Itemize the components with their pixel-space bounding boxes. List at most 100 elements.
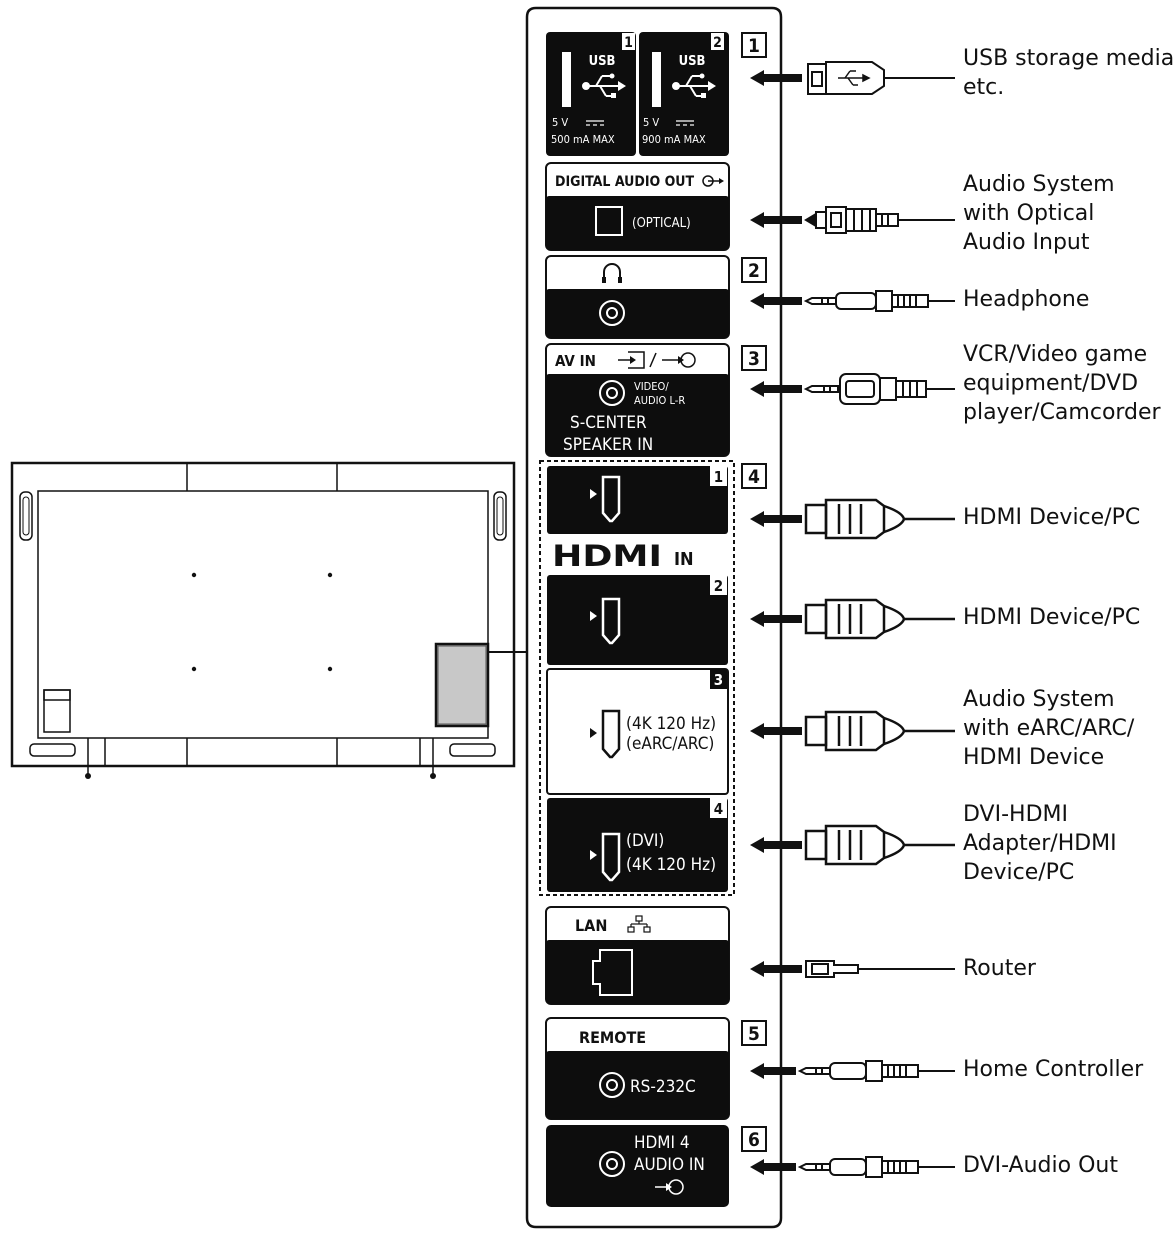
lan-plug-icon [805, 960, 955, 978]
device-label-line: Device/PC [963, 860, 1075, 885]
headphone-port[interactable] [545, 255, 730, 339]
digital-audio-out-port[interactable]: DIGITAL AUDIO OUT (OPTICAL) [545, 162, 730, 251]
hdmi-port-3-line1: (4K 120 Hz) [626, 714, 716, 734]
device-label-line: Audio System [963, 172, 1115, 197]
tv-mount-points [191, 572, 333, 672]
arrow-left-icon [750, 511, 802, 527]
hdmi4-audio-line1: HDMI 4 [634, 1133, 690, 1153]
arrow-left-icon [750, 1159, 796, 1175]
callout-box [741, 1126, 767, 1152]
remote-title: REMOTE [579, 1028, 646, 1047]
hdmi-port-3[interactable]: 3 (4K 120 Hz) (eARC/ARC) [546, 668, 729, 795]
arrows [750, 70, 802, 1175]
hdmi-plug-icon [804, 498, 955, 540]
device-label-line: equipment/DVD [963, 371, 1139, 396]
usb-port-number: 1 [624, 35, 633, 51]
device-label-line: with eARC/ARC/ [963, 716, 1135, 741]
arrow-left-icon [750, 837, 802, 853]
device-label-line: Audio System [963, 687, 1115, 712]
digital-audio-out-title: DIGITAL AUDIO OUT [555, 174, 695, 190]
callout-box [741, 345, 767, 371]
arrow-left-icon [750, 1063, 796, 1079]
hdmi-group-outline [539, 460, 735, 896]
device-label-line: with Optical [963, 201, 1095, 226]
optical-label: (OPTICAL) [632, 216, 691, 231]
arrow-left-icon [750, 212, 802, 228]
av-in-line1: S-CENTER [570, 413, 647, 433]
callout-number: 2 [748, 260, 760, 282]
hdmi-plug-icon [804, 710, 955, 752]
hdmi-in-logo: HDMI IN [552, 539, 694, 573]
device-label-dvi-hdmi: DVI-HDMI Adapter/HDMI Device/PC [963, 800, 1117, 887]
device-label-usb-storage: USB storage media etc. [963, 44, 1174, 102]
device-label-line: DVI-Audio Out [963, 1153, 1118, 1178]
remote-port[interactable]: REMOTE RS-232C [545, 1017, 730, 1120]
device-label-line: HDMI Device [963, 745, 1105, 770]
hdmi-port-icon [601, 597, 621, 645]
hdmi-port-icon [601, 475, 621, 523]
headphone-jack-icon [599, 300, 625, 326]
arrow-left-icon [750, 611, 802, 627]
device-label-line: HDMI Device/PC [963, 505, 1141, 530]
usb-port-2[interactable]: 2 USB 5 V 900 mA MAX [639, 32, 729, 156]
hdmi-port-4[interactable]: 4 (DVI) (4K 120 Hz) [547, 798, 728, 892]
hdmi-plug-icon [804, 598, 955, 640]
hdmi-logo: HDMI [552, 539, 662, 573]
usb-voltage: 5 V [552, 116, 568, 129]
usb-current: 500 mA MAX [551, 133, 615, 146]
hdmi-port-number: 4 [714, 800, 723, 818]
hdmi-port-icon [601, 709, 621, 759]
rj45-port-icon [592, 949, 633, 996]
usb-voltage: 5 V [643, 116, 659, 129]
input-icon [618, 351, 696, 369]
tv-rear-view [10, 461, 516, 779]
hdmi4-audio-in-port[interactable]: HDMI 4 AUDIO IN [546, 1125, 729, 1207]
callout-box [741, 1020, 767, 1046]
arrow-left-icon [750, 293, 802, 309]
device-label-line: player/Camcorder [963, 400, 1161, 425]
device-label-line: etc. [963, 75, 1005, 100]
device-label-home-controller: Home Controller [963, 1055, 1143, 1084]
av-in-port[interactable]: AV IN VIDEO/ AUDIO L-R S-CENTER SPEAKER … [545, 343, 730, 457]
hdmi-port-number: 2 [714, 577, 723, 595]
callout-number: 4 [748, 466, 760, 488]
callouts [741, 32, 767, 1152]
av-in-sub1: VIDEO/ [634, 380, 669, 393]
optical-plug-icon [804, 206, 955, 234]
lan-port[interactable]: LAN [545, 906, 730, 1005]
usb-port-number: 2 [713, 35, 722, 51]
tv-terminal-highlight [434, 642, 526, 728]
usb-plug-icon [807, 61, 955, 95]
mini-plug-icon [797, 1156, 955, 1178]
audio-jack-icon [599, 1151, 625, 1177]
output-icon [702, 175, 724, 187]
device-label-router: Router [963, 954, 1036, 983]
hdmi-port-1[interactable]: 1 [547, 466, 728, 534]
device-label-line: VCR/Video game [963, 342, 1148, 367]
callout-box [741, 257, 767, 283]
device-label-headphone: Headphone [963, 285, 1089, 314]
device-label-line: DVI-HDMI [963, 802, 1068, 827]
mini-plug-icon [803, 290, 955, 312]
device-label-line: Router [963, 956, 1036, 981]
hdmi-port-number: 1 [714, 468, 723, 486]
terminal-panel-outline [525, 6, 783, 1229]
hdmi-port-4-line2: (4K 120 Hz) [626, 855, 716, 875]
av-in-title: AV IN [555, 352, 596, 370]
hdmi-port-2[interactable]: 2 [547, 575, 728, 665]
dc-symbol [676, 120, 694, 126]
hdmi4-audio-line2: AUDIO IN [634, 1155, 705, 1175]
input-icon [655, 1179, 684, 1195]
hdmi-port-4-line1: (DVI) [626, 831, 664, 851]
callout-number: 3 [748, 348, 760, 370]
device-label-line: HDMI Device/PC [963, 605, 1141, 630]
usb-port-1[interactable]: 1 USB 5 V 500 mA MAX [546, 32, 636, 156]
callout-number: 1 [748, 35, 760, 57]
callout-box [741, 463, 767, 489]
hdmi-port-3-line2: (eARC/ARC) [626, 734, 714, 754]
device-label-line: Adapter/HDMI [963, 831, 1117, 856]
device-label-dvi-audio-out: DVI-Audio Out [963, 1151, 1118, 1180]
hdmi-port-icon [601, 832, 621, 882]
callout-number: 5 [748, 1023, 760, 1045]
av-jack-icon [599, 380, 625, 406]
